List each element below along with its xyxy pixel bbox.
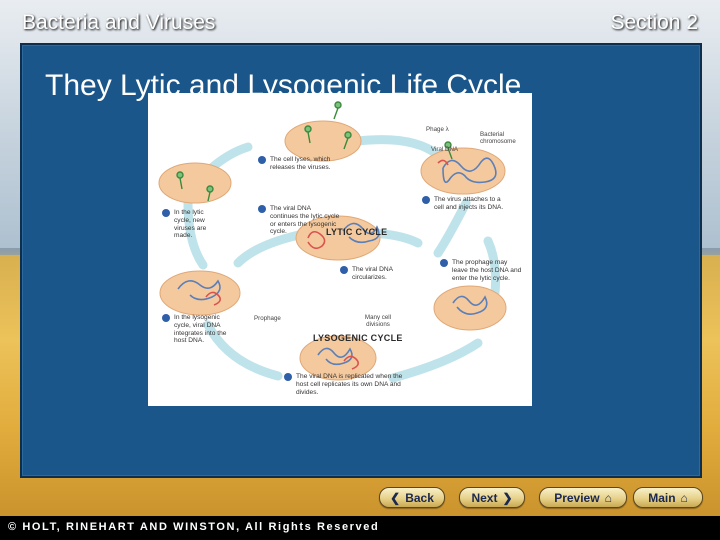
copyright-text: © HOLT, RINEHART AND WINSTON, All Rights… [8, 521, 380, 533]
preview-button-label: Preview [554, 490, 600, 505]
lysed-cell [284, 120, 362, 162]
step-7-caption: The viral DNA is replicated when the hos… [296, 373, 403, 396]
step-6-caption: In the lysogenic cycle, viral DNA integr… [174, 314, 227, 345]
infected-cell [420, 147, 506, 195]
chevron-right-icon: ❯ [502, 490, 513, 505]
many-divisions-label: Many cell divisions [364, 314, 392, 328]
house-icon: ⌂ [680, 490, 688, 505]
lysogenic-cell [159, 270, 241, 316]
phage-label: Phage λ [426, 126, 449, 133]
preview-button[interactable]: Preview ⌂ [539, 487, 627, 508]
step-1-caption: The virus attaches to a cell and injects… [434, 196, 504, 211]
step-4-caption: In the lytic cycle, new viruses are made… [174, 209, 207, 240]
lytic-cycle-label: LYTIC CYCLE [326, 227, 388, 237]
next-button-label: Next [471, 490, 498, 505]
main-button[interactable]: Main ⌂ [633, 487, 703, 508]
next-button[interactable]: Next ❯ [459, 487, 525, 508]
main-button-label: Main [648, 490, 676, 505]
viral-dna [205, 159, 449, 370]
house-icon: ⌂ [604, 490, 612, 505]
step-3-caption: The viral DNA continues the lytic cycle … [270, 205, 340, 236]
lytic-cell [158, 162, 232, 204]
prophage-label: Prophage [254, 315, 281, 322]
dividing-cell [299, 335, 377, 381]
bacterial-chromosome-label: Bacterial chromosome [480, 131, 516, 145]
lysogenic-cycle-label: LYSOGENIC CYCLE [313, 333, 403, 343]
prophage-cell [433, 285, 507, 331]
step-5-caption: The cell lyses, which releases the virus… [270, 156, 331, 171]
phages [176, 101, 453, 202]
step-2-caption: The viral DNA circularizes. [352, 266, 393, 281]
host-dna [177, 157, 497, 366]
section-label: Section 2 [610, 11, 698, 34]
viral-dna-label: Viral DNA [431, 146, 459, 153]
step-8-caption: The prophage may leave the host DNA and … [452, 259, 522, 282]
chapter-title: Bacteria and Viruses [22, 11, 216, 34]
life-cycle-diagram: Phage λ Bacterial chromosome Viral DNA P… [148, 93, 532, 406]
diagram-graphics [158, 101, 507, 383]
back-button[interactable]: ❮ Back [379, 487, 445, 508]
chevron-left-icon: ❮ [390, 490, 401, 505]
step-badges [162, 156, 448, 381]
back-button-label: Back [405, 490, 434, 505]
footer-bar: © HOLT, RINEHART AND WINSTON, All Rights… [0, 516, 720, 540]
